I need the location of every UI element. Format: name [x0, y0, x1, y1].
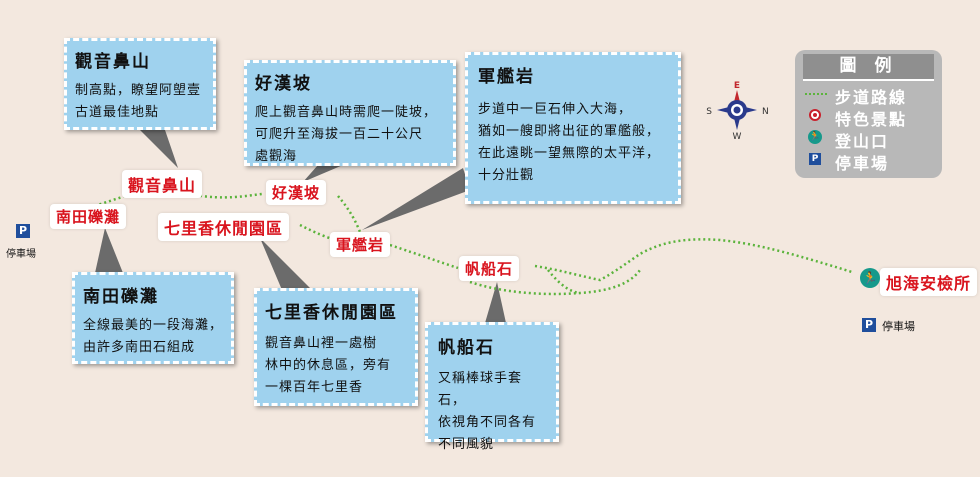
card-line: 處觀海: [255, 149, 298, 164]
pointer-nantian: [95, 228, 123, 273]
parking-label: 停車場: [882, 320, 915, 333]
trail-path: [51, 192, 853, 296]
compass-e: E: [734, 81, 740, 91]
card-line: 猶如一艘即將出征的軍艦般，: [478, 124, 661, 139]
card-line: 觀音鼻山裡一處樹: [265, 336, 378, 351]
card-line: 林中的休息區，旁有: [265, 358, 392, 373]
parking-icon: P: [809, 153, 821, 165]
compass-n: N: [762, 107, 769, 117]
trailhead-icon: 🏃: [808, 130, 822, 144]
card-title: 觀音鼻山: [75, 52, 151, 72]
label-junjian[interactable]: 軍艦岩: [330, 232, 391, 257]
card-junjian: 軍艦岩 步道中一巨石伸入大海， 猶如一艘即將出征的軍艦般， 在此遠眺一望無際的太…: [465, 52, 681, 204]
pointer-haohan: [303, 165, 343, 182]
card-title: 南田礫灘: [83, 287, 159, 307]
compass: [717, 90, 757, 130]
card-title: 好漢坡: [255, 74, 312, 94]
label-fanchuan[interactable]: 帆船石: [459, 256, 520, 281]
label-nantian[interactable]: 南田礫灘: [50, 204, 127, 229]
legend-label: 登山口: [835, 132, 890, 151]
card-title: 軍艦岩: [478, 67, 535, 87]
card-nantian: 南田礫灘 全線最美的一段海灘， 由許多南田石組成: [72, 272, 234, 364]
card-line: 全線最美的一段海灘，: [83, 318, 224, 333]
parking-label: 停車場: [6, 249, 36, 260]
card-title: 帆船石: [438, 338, 495, 358]
card-line: 步道中一巨石伸入大海，: [478, 102, 633, 117]
card-line: 不同風貌: [438, 437, 495, 452]
card-line: 爬上觀音鼻山時需爬一陡坡，: [255, 105, 438, 120]
scenic-spot-icon: [809, 109, 821, 121]
label-guanyin[interactable]: 觀音鼻山: [122, 170, 203, 198]
card-haohan: 好漢坡 爬上觀音鼻山時需爬一陡坡， 可爬升至海拔一百二十公尺 處觀海: [244, 60, 456, 166]
compass-w: W: [733, 132, 742, 142]
card-qilixiang: 七里香休閒園區 觀音鼻山裡一處樹 林中的休息區，旁有 一棵百年七里香: [254, 288, 418, 406]
compass-s: S: [706, 107, 712, 117]
trailhead-icon[interactable]: 🏃: [860, 268, 880, 288]
card-line: 制高點，瞭望阿塱壹: [75, 83, 202, 98]
card-line: 依視角不同各有: [438, 415, 537, 430]
card-line: 又稱棒球手套石，: [438, 371, 523, 408]
pointer-fanchuan: [485, 282, 506, 323]
card-line: 可爬升至海拔一百二十公尺: [255, 127, 424, 142]
card-line: 一棵百年七里香: [265, 380, 364, 395]
card-line: 由許多南田石組成: [83, 340, 196, 355]
card-guanyin: 觀音鼻山 制高點，瞭望阿塱壹 古道最佳地點: [64, 38, 216, 130]
pointer-junjian: [362, 168, 470, 230]
legend-title: 圖 例: [803, 54, 934, 81]
parking-icon: P: [862, 318, 876, 332]
pointer-guanyin: [140, 130, 178, 168]
pointer-qilixiang: [260, 238, 312, 290]
legend-label: 停車場: [835, 154, 890, 173]
legend-label: 步道路線: [835, 88, 908, 107]
card-line: 在此遠眺一望無際的太平洋，: [478, 146, 661, 161]
label-qilixiang[interactable]: 七里香休閒園區: [158, 213, 290, 241]
label-xuhai[interactable]: 旭海安檢所: [880, 268, 978, 296]
label-haohan[interactable]: 好漢坡: [266, 180, 327, 205]
parking-icon: P: [16, 224, 30, 238]
legend-label: 特色景點: [835, 110, 908, 129]
card-fanchuan: 帆船石 又稱棒球手套石， 依視角不同各有 不同風貌: [425, 322, 559, 452]
dotted-trail-line: [805, 93, 827, 95]
card-line: 十分壯觀: [478, 168, 535, 183]
legend: 圖 例 步道路線 特色景點 🏃 登山口 P 停車場: [795, 50, 942, 178]
card-title: 七里香休閒園區: [265, 303, 398, 323]
card-line: 古道最佳地點: [75, 105, 160, 120]
